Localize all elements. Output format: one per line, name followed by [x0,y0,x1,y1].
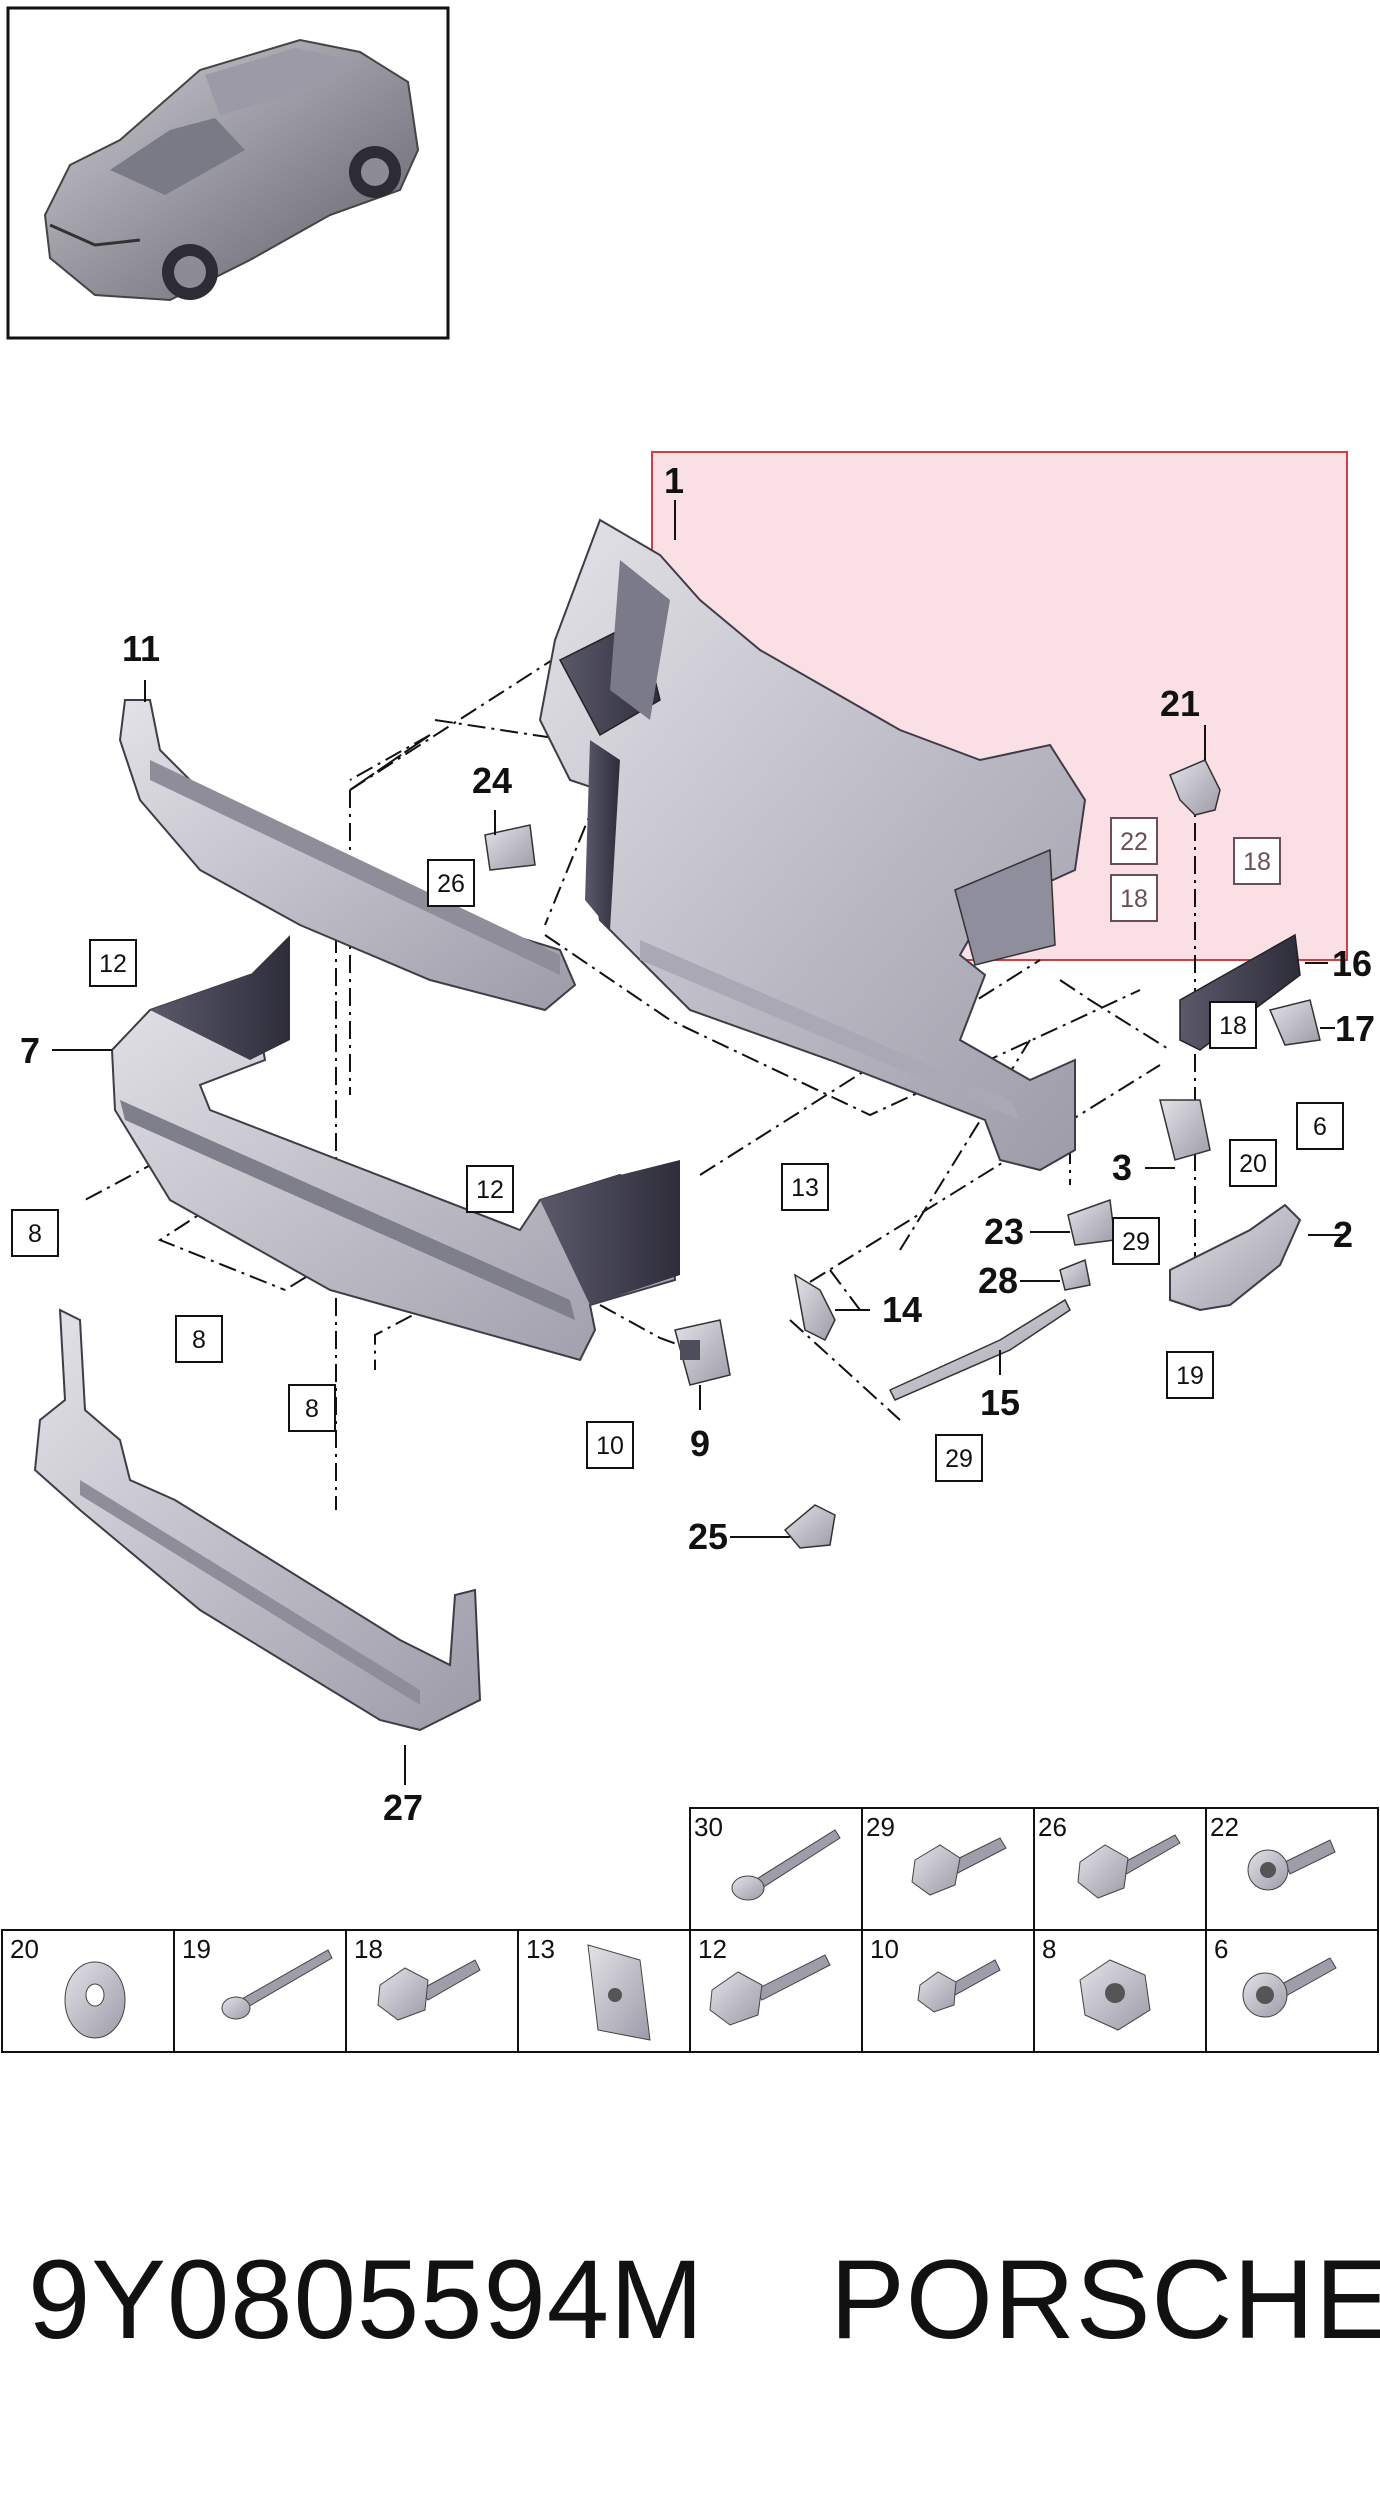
ref-18-c: 18 [1219,1012,1247,1040]
part-2-bracket [1169,1203,1302,1312]
part-7-bumper-beam [110,935,680,1362]
ref-8-a: 8 [28,1220,42,1248]
bolt-30-icon [731,1829,841,1901]
bolt-26-icon [1077,1834,1181,1899]
ref-19: 19 [1176,1362,1204,1390]
boxed-ref-labels: 12 12 8 8 8 10 13 26 22 18 18 18 6 20 29… [28,828,1327,1473]
ref-8-b: 8 [192,1326,206,1354]
callout-28: 28 [978,1260,1018,1301]
callout-1: 1 [664,460,684,501]
ref-6: 6 [1313,1113,1327,1141]
bolt-18-icon [377,1959,481,2021]
cell-label-26: 26 [1038,1812,1067,1842]
callout-21: 21 [1160,683,1200,724]
cell-label-20: 20 [10,1934,39,1964]
ref-12-a: 12 [99,950,127,978]
fastener-table: 30 29 26 22 20 19 18 13 12 10 8 6 [1,1807,1379,2053]
callout-25: 25 [688,1516,728,1557]
cell-label-10: 10 [870,1934,899,1964]
bolt-22-icon [1247,1839,1336,1891]
part-28-clip [1059,1258,1091,1291]
cell-label-12: 12 [698,1934,727,1964]
callout-11: 11 [122,628,160,669]
callout-14: 14 [882,1289,922,1330]
bolt-12-icon [709,1954,831,2026]
callout-3: 3 [1112,1147,1132,1188]
washer-20-icon [64,1961,126,2039]
bolt-19-icon [221,1949,333,2020]
part-1-lock-carrier [538,518,1087,1172]
ref-26: 26 [437,870,465,898]
cell-label-6: 6 [1214,1934,1228,1964]
part-number: 9Y0805594M [28,2237,705,2362]
callout-9: 9 [690,1423,710,1464]
bolt-6-icon [1242,1957,1337,2018]
bolt-29-icon [911,1837,1007,1896]
ref-20: 20 [1239,1150,1267,1178]
bolt-10-icon [917,1959,1001,2013]
ref-8-c: 8 [305,1395,319,1423]
part-3-bracket [1159,1099,1211,1161]
brand-name: PORSCHE [830,2237,1380,2362]
callout-17: 17 [1335,1008,1375,1049]
part-15-strut [888,1298,1071,1401]
footer: 9Y0805594M PORSCHE [0,2235,1380,2395]
cell-label-29: 29 [866,1812,895,1842]
callout-27: 27 [383,1787,423,1828]
boxed-refs [11,817,1344,1482]
part-27-lower-carrier [33,1308,482,1732]
cell-label-22: 22 [1210,1812,1239,1842]
callout-24: 24 [472,760,512,801]
ref-12-b: 12 [476,1176,504,1204]
part-11-upper-absorber [118,699,577,1012]
part-14-holder [793,1273,836,1342]
ref-22: 22 [1120,828,1148,856]
callout-labels: 1 2 3 7 9 11 14 15 16 17 21 23 24 25 27 … [20,460,1375,1828]
part-23-bracket [1067,1198,1116,1246]
nut-8-icon [1079,1959,1151,2031]
callout-16: 16 [1332,943,1372,984]
callout-2: 2 [1333,1214,1353,1255]
cell-label-8: 8 [1042,1934,1056,1964]
clip-nut-13-icon [587,1944,651,2041]
ref-18-a: 18 [1120,885,1148,913]
cell-label-18: 18 [354,1934,383,1964]
callout-23: 23 [984,1211,1024,1252]
cell-label-30: 30 [694,1812,723,1842]
ref-29-a: 29 [1122,1228,1150,1256]
ref-10: 10 [596,1432,624,1460]
part-17-clip [1268,999,1321,1046]
ref-18-b: 18 [1243,848,1271,876]
part-24-clip [484,824,536,871]
part-9-sensor-holder [674,1319,731,1386]
part-25-clip [783,1504,836,1549]
ref-13: 13 [791,1174,819,1202]
vehicle-thumbnail [6,6,450,340]
cell-label-19: 19 [182,1934,211,1964]
leader-lines [52,500,1345,1785]
ref-29-b: 29 [945,1445,973,1473]
cell-label-13: 13 [526,1934,555,1964]
callout-15: 15 [980,1382,1020,1423]
callout-7: 7 [20,1030,40,1071]
